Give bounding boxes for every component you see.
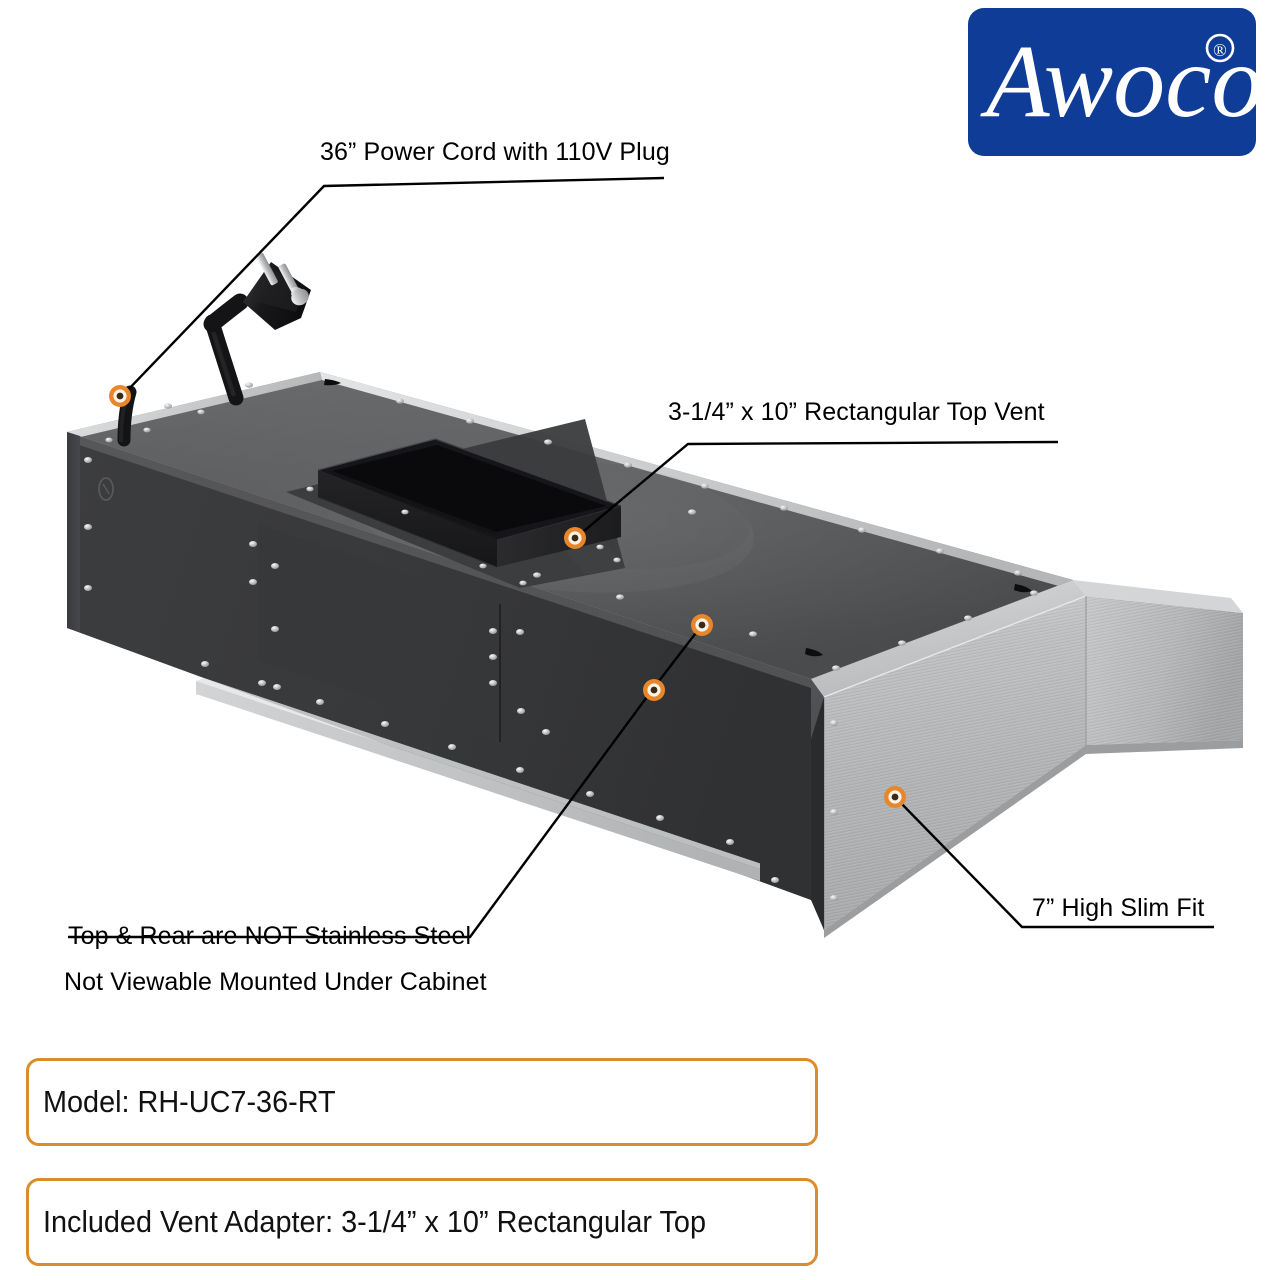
callout-label-not-viewable: Not Viewable Mounted Under Cabinet xyxy=(64,968,487,996)
leader-slim-fit xyxy=(896,798,1214,929)
marker-top-vent xyxy=(564,527,586,549)
awoco-wordmark: Awoco xyxy=(980,24,1256,139)
vent-adapter-box xyxy=(286,419,625,588)
awoco-logo-mark: Awoco ® xyxy=(980,24,1256,139)
keyhole-slots xyxy=(324,379,1032,657)
power-cord xyxy=(117,252,311,447)
hood-stainless-front xyxy=(811,580,1243,938)
vent-adapter-info-text: Included Vent Adapter: 3-1/4” x 10” Rect… xyxy=(43,1204,707,1239)
marker-slim-fit xyxy=(884,786,906,808)
registered-trademark-icon: ® xyxy=(1205,33,1235,63)
leader-power-cord xyxy=(123,176,665,395)
callout-label-not-stainless: Top & Rear are NOT Stainless Steel xyxy=(68,922,472,950)
model-info-box: Model: RH-UC7-36-RT xyxy=(26,1058,818,1146)
hood-rear-panel xyxy=(67,432,811,900)
awoco-logo: Awoco ® xyxy=(968,8,1256,156)
callout-label-slim-fit: 7” High Slim Fit xyxy=(1032,894,1205,922)
marker-not-stainless-lower xyxy=(643,679,665,701)
leader-lines xyxy=(68,176,1214,939)
callout-markers xyxy=(109,385,906,808)
callout-label-top-vent: 3-1/4” x 10” Rectangular Top Vent xyxy=(668,398,1045,426)
callout-label-power-cord: 36” Power Cord with 110V Plug xyxy=(320,138,670,166)
vent-adapter-info-box: Included Vent Adapter: 3-1/4” x 10” Rect… xyxy=(26,1178,818,1266)
leader-not-stainless xyxy=(68,624,703,939)
marker-not-stainless-upper xyxy=(691,614,713,636)
marker-power-cord xyxy=(109,385,131,407)
hood-left-end xyxy=(67,432,80,632)
screws xyxy=(84,382,1038,901)
model-info-text: Model: RH-UC7-36-RT xyxy=(43,1084,336,1119)
power-plug xyxy=(243,252,311,330)
hood-front-left-face xyxy=(760,697,824,930)
leader-top-vent xyxy=(577,440,1059,537)
svg-text:®: ® xyxy=(1213,40,1227,60)
